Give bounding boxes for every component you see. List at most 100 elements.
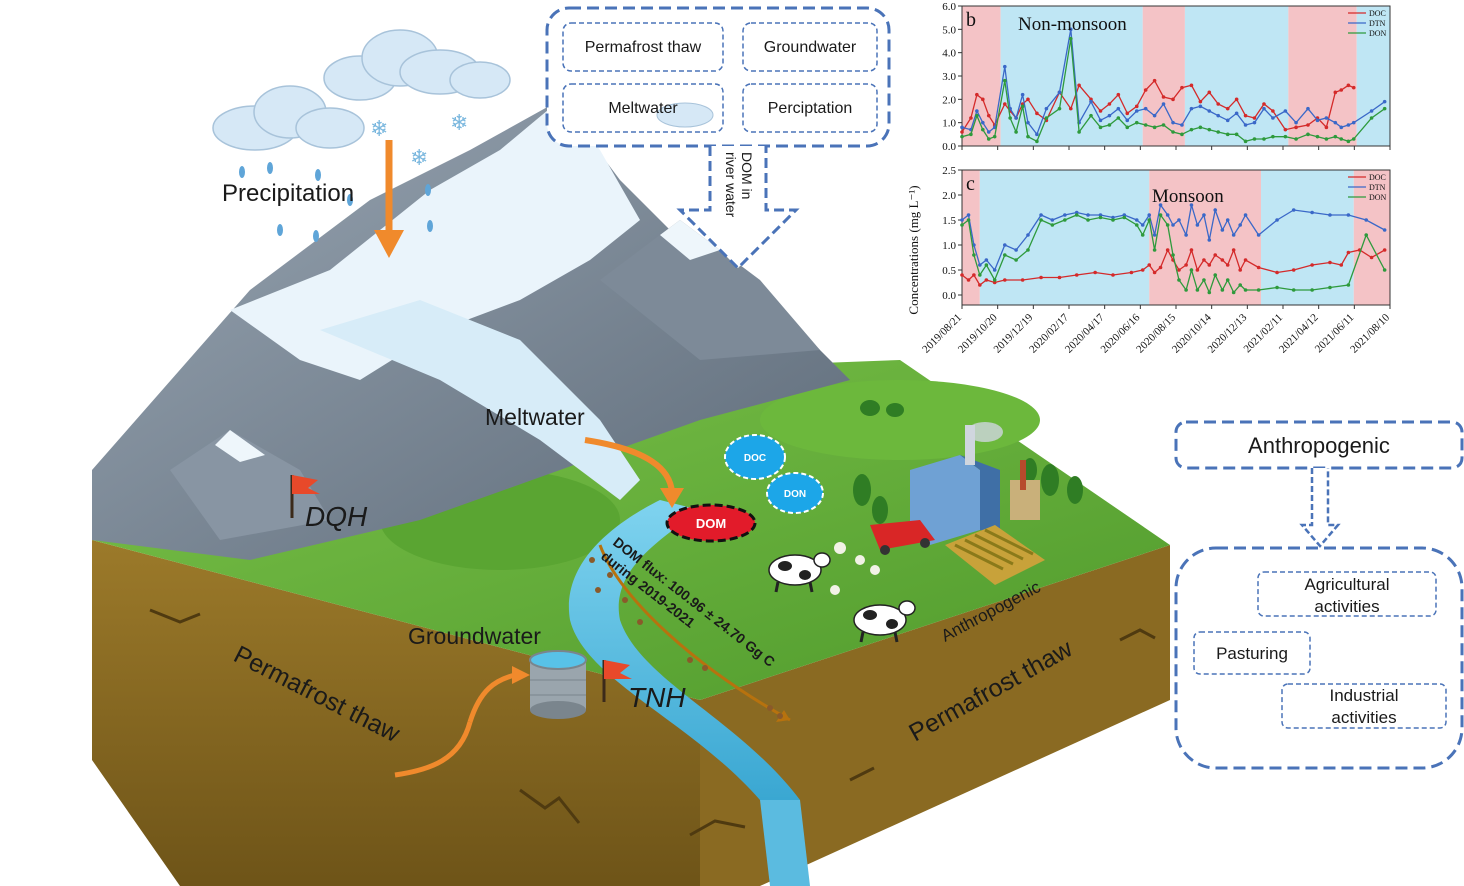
season-band-monsoon — [1142, 6, 1185, 146]
data-point-don — [1107, 123, 1112, 127]
soil-cracks — [149, 608, 1156, 837]
data-point-doc — [978, 283, 982, 287]
site-label-tnh: TNH — [628, 682, 686, 713]
legend-label-dtn: DTN — [1369, 183, 1386, 192]
data-point-don — [1180, 132, 1184, 137]
data-point-don — [978, 273, 982, 277]
soil-front-right — [700, 545, 1170, 886]
data-point-don — [1333, 134, 1338, 139]
meltwater-arrow-head — [660, 488, 684, 508]
data-point-dtn — [1324, 116, 1329, 120]
data-point-doc — [1177, 268, 1181, 272]
data-point-doc — [960, 273, 964, 277]
data-point-dtn — [1134, 218, 1139, 222]
data-point-dtn — [1243, 123, 1248, 127]
data-point-dtn — [986, 130, 991, 134]
data-point-doc — [1207, 90, 1212, 95]
flag-dqh-icon — [290, 475, 320, 518]
data-point-don — [1026, 134, 1030, 139]
data-point-don — [1057, 106, 1062, 111]
data-point-dtn — [1068, 27, 1073, 32]
data-point-doc — [1093, 270, 1097, 275]
source-label-precipitation: Perciptation — [768, 100, 853, 117]
data-point-dtn — [1026, 233, 1030, 237]
data-point-dtn — [1180, 123, 1184, 127]
data-point-don — [1382, 106, 1387, 111]
data-point-don — [1231, 290, 1236, 295]
data-point-doc — [1328, 260, 1332, 265]
data-point-don — [1152, 248, 1157, 252]
cloud-2 — [323, 29, 511, 101]
permafrost-arrow — [394, 721, 473, 778]
data-point-don — [1098, 125, 1103, 130]
data-point-dtn — [978, 263, 982, 267]
data-point-doc — [1202, 258, 1206, 262]
season-band-monsoon — [1353, 170, 1390, 305]
data-point-doc — [1134, 104, 1139, 109]
data-point-don — [1324, 137, 1329, 141]
data-point-doc — [1324, 125, 1329, 130]
data-point-don — [1271, 134, 1275, 139]
data-point-don — [1238, 283, 1242, 287]
data-point-doc — [1275, 270, 1279, 275]
data-point-don — [1369, 116, 1374, 120]
data-point-doc — [1243, 113, 1248, 118]
season-band-non-monsoon — [1184, 6, 1289, 146]
data-point-dtn — [1177, 218, 1181, 222]
data-point-don — [1216, 130, 1221, 134]
data-point-don — [1364, 233, 1369, 237]
data-point-don — [975, 113, 979, 118]
data-point-doc — [1158, 265, 1163, 270]
data-point-dtn — [1234, 111, 1239, 116]
data-point-dtn — [1202, 213, 1206, 217]
data-point-don — [1306, 132, 1310, 137]
data-point-doc — [1243, 258, 1248, 262]
activity-label-industrial-2: activities — [1331, 708, 1396, 727]
data-point-don — [1161, 123, 1166, 127]
data-point-dtn — [1225, 118, 1230, 123]
data-point-dtn — [1213, 208, 1218, 212]
data-point-don — [1008, 116, 1012, 120]
source-card-groundwater — [742, 22, 878, 72]
data-point-don — [1310, 288, 1314, 292]
data-point-doc — [1216, 102, 1221, 106]
data-point-don — [1152, 125, 1157, 130]
soil-front-left — [92, 540, 700, 886]
data-point-doc — [1003, 102, 1007, 106]
data-point-don — [1014, 130, 1018, 134]
data-point-doc — [1035, 111, 1039, 116]
data-point-doc — [1129, 270, 1134, 275]
data-point-dtn — [1328, 213, 1332, 217]
sediment-dots — [589, 557, 783, 719]
data-point-doc — [1382, 248, 1387, 252]
activity-card-agricultural — [1257, 571, 1437, 617]
data-point-doc — [1147, 263, 1152, 267]
snow-cap — [230, 100, 640, 380]
data-point-doc — [1140, 268, 1145, 272]
data-point-don — [1147, 218, 1152, 222]
data-point-dtn — [1315, 118, 1320, 123]
data-point-doc — [1351, 85, 1356, 90]
data-point-dtn — [975, 109, 979, 113]
data-point-dtn — [1252, 120, 1257, 125]
flag-tnh-icon — [602, 660, 632, 702]
data-point-dtn — [1256, 233, 1261, 237]
data-point-doc — [1271, 109, 1275, 113]
data-point-don — [986, 137, 991, 141]
data-point-don — [1220, 288, 1225, 292]
data-point-don — [1086, 218, 1090, 222]
data-point-doc — [1116, 92, 1121, 97]
data-point-dtn — [984, 258, 989, 262]
data-point-don — [1158, 213, 1163, 217]
data-point-dtn — [1351, 120, 1356, 125]
data-point-dtn — [1243, 213, 1248, 217]
data-point-doc — [1098, 109, 1103, 113]
data-point-dtn — [1195, 223, 1200, 227]
data-point-dtn — [1291, 208, 1296, 212]
data-point-doc — [1077, 83, 1081, 88]
data-point-dtn — [1346, 123, 1351, 127]
data-point-don — [1125, 125, 1130, 130]
data-point-don — [1184, 288, 1188, 292]
